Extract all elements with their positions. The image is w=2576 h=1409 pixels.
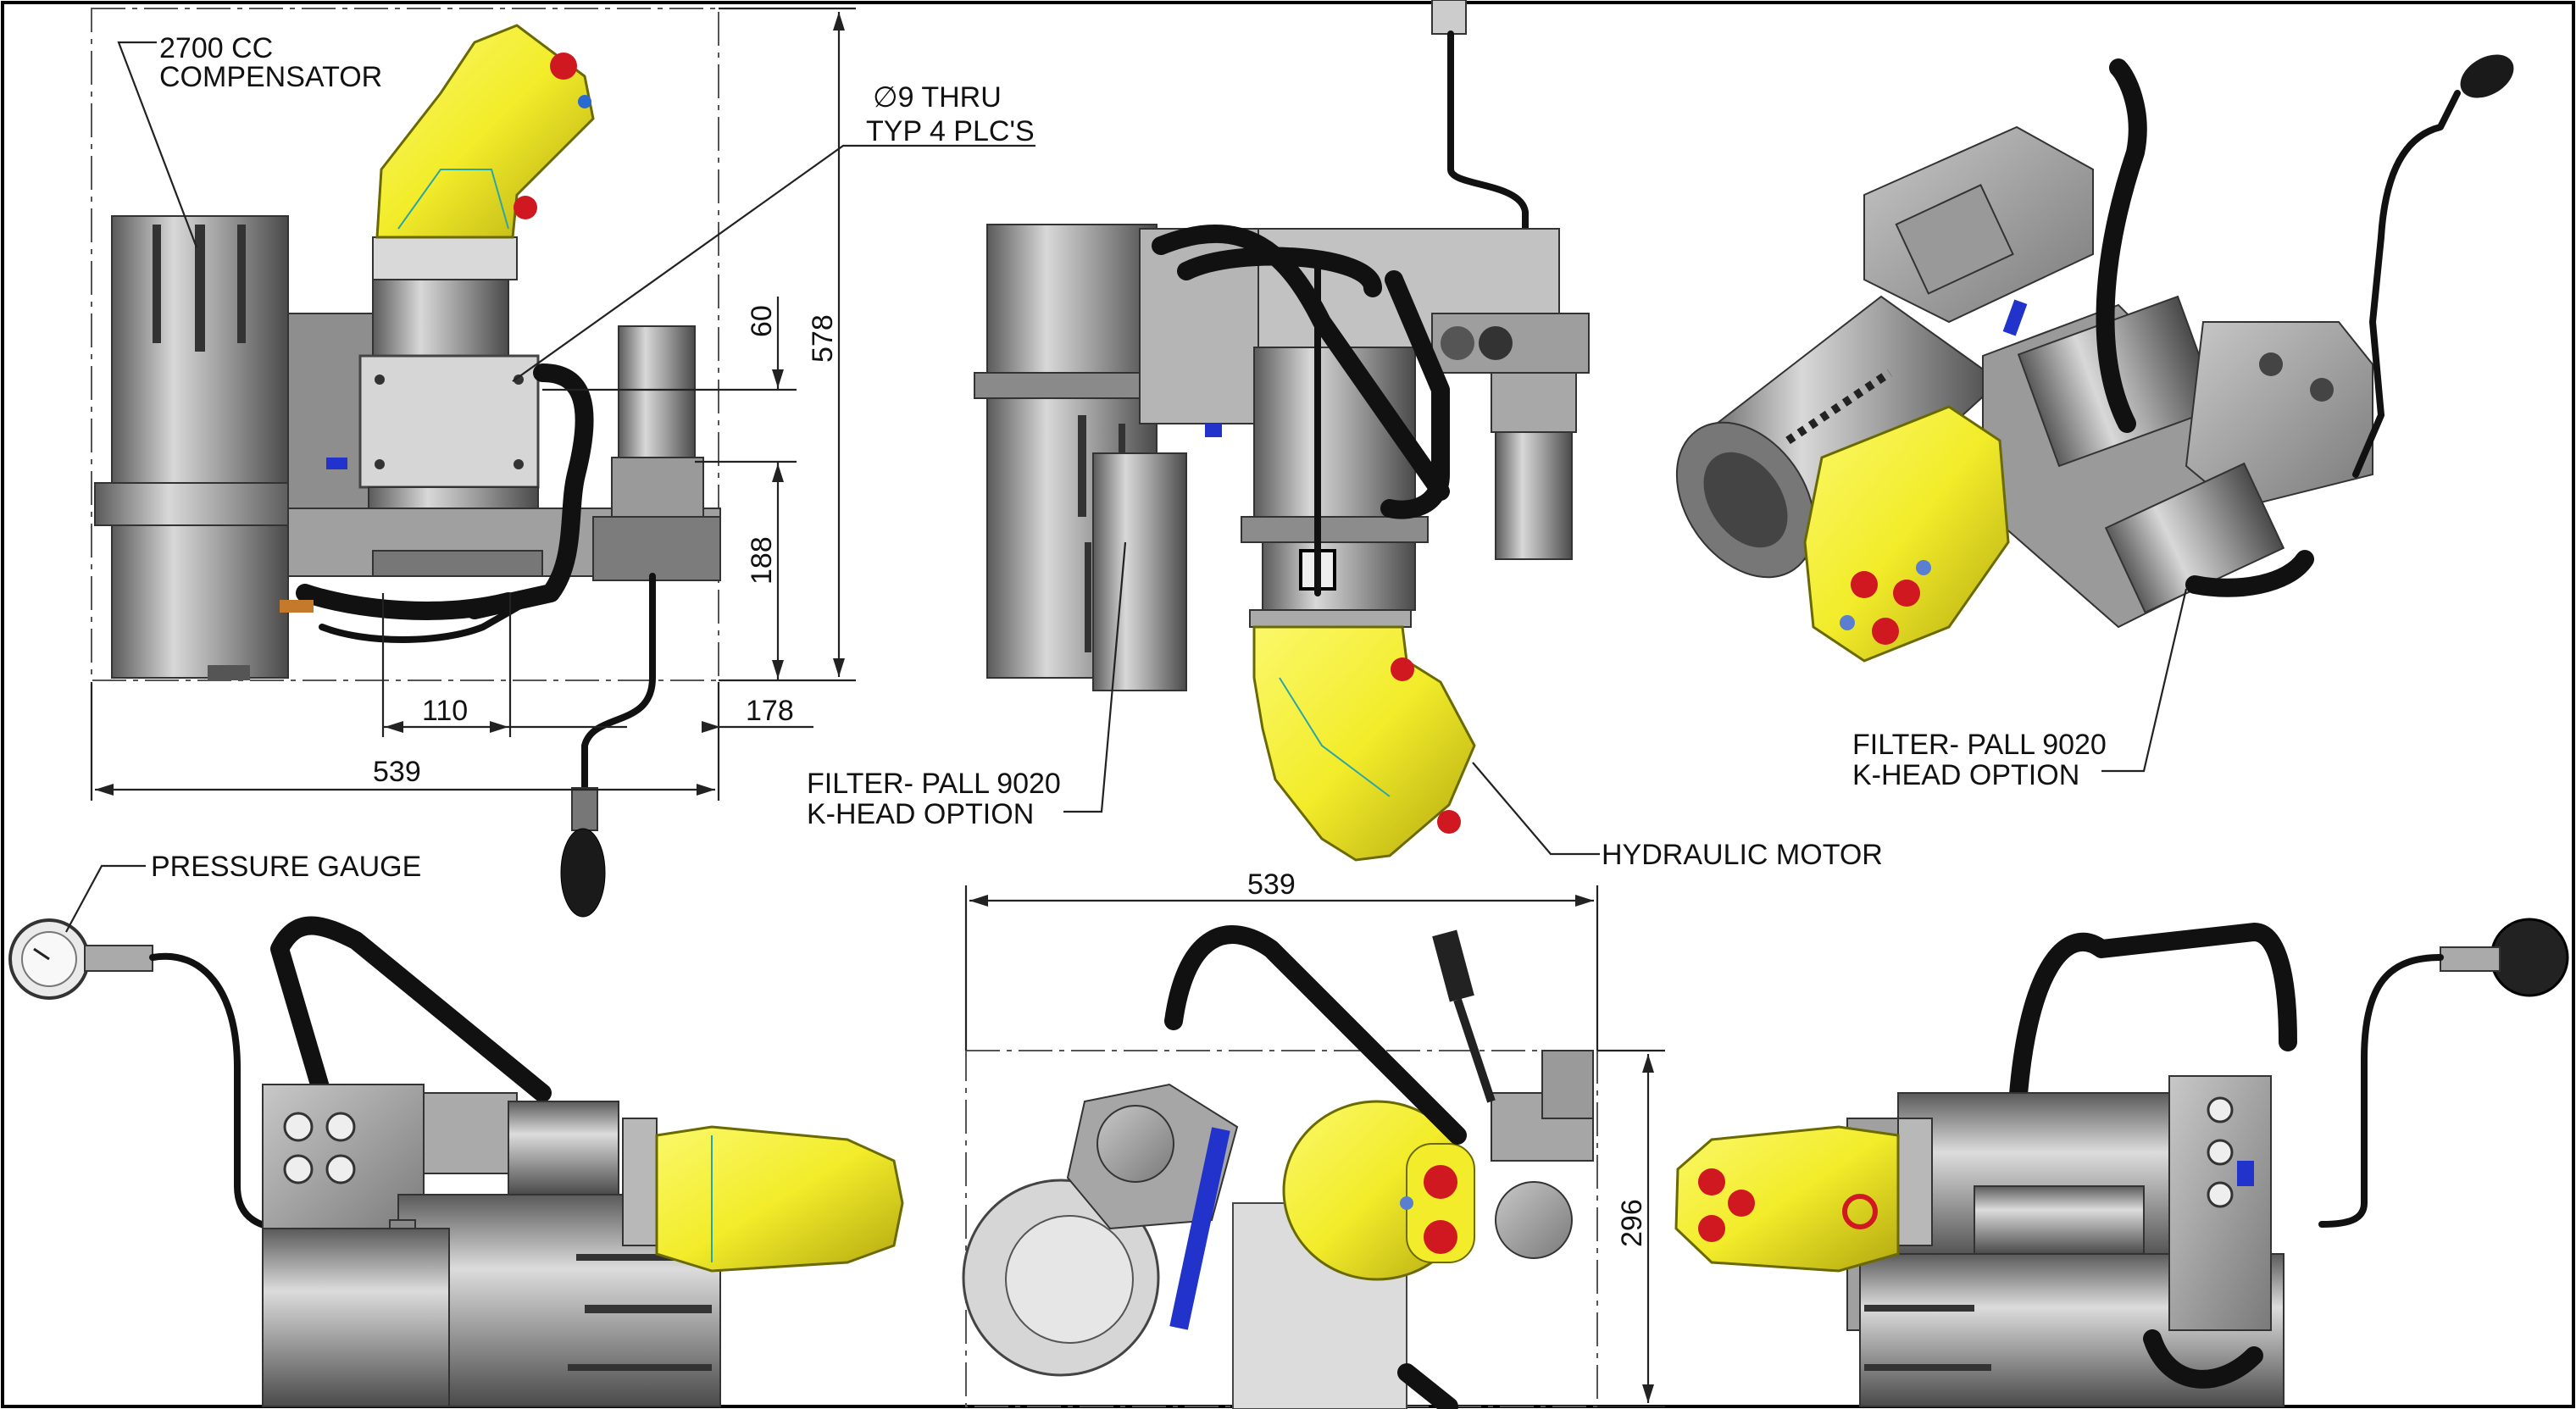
dim-lower-height: 188 <box>746 536 778 585</box>
callout-thru-hole-line1: ∅9 THRU <box>873 81 1002 114</box>
compensator-tank <box>94 215 308 680</box>
dim-motor-offset: 60 <box>746 305 778 337</box>
callout-filter-center-line1: FILTER- PALL 9020 <box>807 768 1061 800</box>
dim-horiz-110: 110 <box>422 695 468 727</box>
isometric-view-callouts: FILTER- PALL 9020 K-HEAD OPTION <box>1852 588 2188 791</box>
callout-hydraulic-motor: HYDRAULIC MOTOR <box>1602 839 1883 871</box>
dim-bottom-height: 296 <box>1616 1199 1648 1247</box>
front-view <box>91 8 721 918</box>
hydraulic-motor-right <box>1674 1118 1933 1273</box>
bottom-view-dimensions: 539 296 <box>964 868 1665 1408</box>
isometric-view <box>1675 54 2514 663</box>
side-view <box>974 0 1590 862</box>
callout-filter-right-line1: FILTER- PALL 9020 <box>1852 729 2107 761</box>
side-view-callouts: FILTER- PALL 9020 K-HEAD OPTION HYDRAULI… <box>807 541 1883 871</box>
right-side-view <box>1674 918 2569 1407</box>
left-side-view-callout: PRESSURE GAUGE <box>65 851 421 933</box>
hydraulic-motor-front <box>372 24 595 280</box>
dim-horiz-178: 178 <box>746 695 794 727</box>
bottom-view <box>962 925 1598 1409</box>
callout-compensator-line1: 2700 CC <box>159 32 273 64</box>
callout-filter-right-line2: K-HEAD OPTION <box>1852 759 2079 791</box>
callout-thru-hole-line2: TYP 4 PLC'S <box>866 115 1035 147</box>
front-view-dimensions: 539 110 178 578 60 188 <box>90 7 856 801</box>
dim-bottom-width: 539 <box>1247 868 1296 901</box>
hydraulic-motor-bottom <box>1282 1100 1475 1281</box>
hydraulic-motor-iso <box>1803 405 2010 663</box>
hydraulic-motor-left <box>622 1118 904 1273</box>
front-view-callouts: 2700 CC COMPENSATOR ∅9 THRU TYP 4 PLC'S <box>117 32 1035 382</box>
callout-compensator-line2: COMPENSATOR <box>159 61 382 93</box>
hydraulic-motor-side <box>1252 625 1476 862</box>
left-side-view <box>8 916 904 1407</box>
callout-filter-center-line2: K-HEAD OPTION <box>807 798 1034 830</box>
dim-front-height: 578 <box>807 314 839 363</box>
dim-front-width: 539 <box>373 756 421 788</box>
callout-pressure-gauge: PRESSURE GAUGE <box>151 851 421 883</box>
